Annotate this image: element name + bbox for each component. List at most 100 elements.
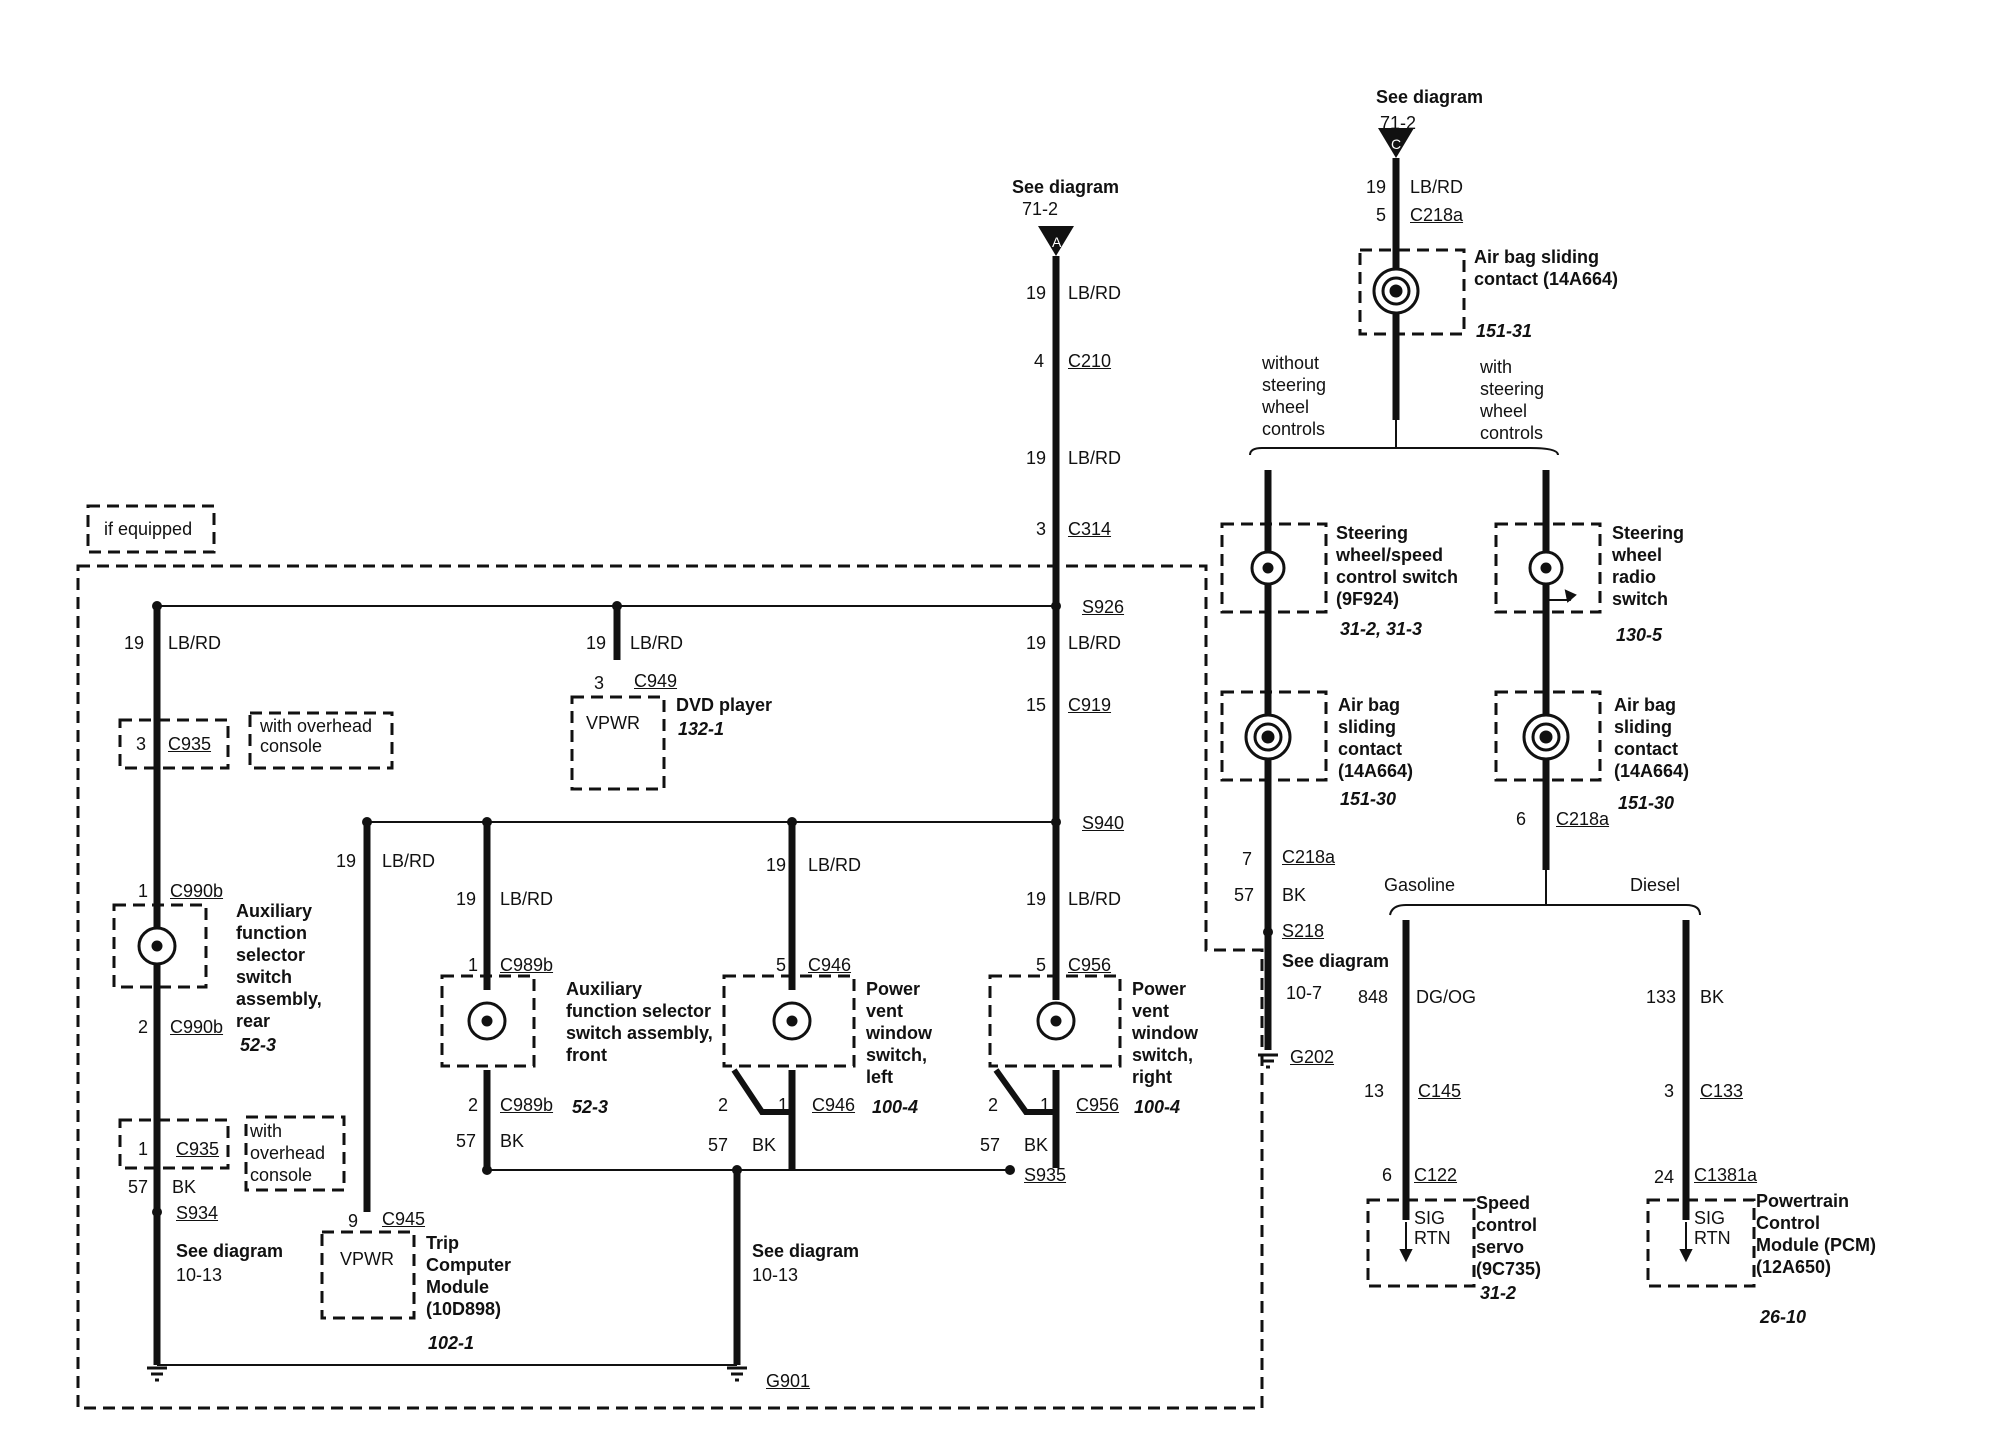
- steer-radio-page: 130-5: [1616, 625, 1663, 645]
- aux-front-name: Auxiliary function selector switch assem…: [566, 979, 713, 1065]
- ground-symbol: [727, 1366, 747, 1382]
- steer-speed-name: Steering wheel/speed control switch (9F9…: [1336, 523, 1459, 609]
- trip-name: Trip Computer Module (10D898): [426, 1233, 511, 1319]
- pin-number: 57: [708, 1135, 729, 1155]
- dvd-page: 132-1: [678, 719, 725, 739]
- wire-color: LB/RD: [1068, 448, 1122, 468]
- diesel-label: Diesel: [1630, 875, 1681, 895]
- connector-c956: C956: [1068, 955, 1112, 975]
- connector-c218a: C218a: [1282, 847, 1336, 867]
- pin-number: 1: [138, 1139, 149, 1159]
- pin-number: 5: [776, 955, 787, 975]
- see-diagram-page: 10-7: [1286, 983, 1323, 1003]
- if-equipped-label: if equipped: [104, 519, 193, 539]
- pin-number: 19: [1026, 633, 1047, 653]
- pin-number: 1: [778, 1095, 789, 1115]
- pin-number: 4: [1034, 351, 1045, 371]
- airbag-top-name: Air bag sliding contact (14A664): [1474, 247, 1619, 289]
- connector-s934: S934: [176, 1203, 219, 1223]
- svg-text:A: A: [1052, 234, 1062, 250]
- connector-c210: C210: [1068, 351, 1112, 371]
- airbag-l-name: Air bag sliding contact (14A664): [1338, 695, 1414, 781]
- ref-triangle-a: [1038, 226, 1074, 256]
- wire-color: LB/RD: [500, 889, 554, 909]
- connector-c133: C133: [1700, 1081, 1744, 1101]
- connector-s935: S935: [1024, 1165, 1067, 1185]
- see-diagram-label: See diagram: [1282, 951, 1390, 971]
- connector-c314: C314: [1068, 519, 1112, 539]
- wire-color: LB/RD: [382, 851, 436, 871]
- wire-color: BK: [1700, 987, 1725, 1007]
- pin-number: 15: [1026, 695, 1047, 715]
- see-diagram-page: 10-13: [176, 1265, 223, 1285]
- pin-number: 19: [1026, 448, 1047, 468]
- connector-c946: C946: [808, 955, 852, 975]
- pin-number: 7: [1242, 849, 1253, 869]
- airbag-l-page: 151-30: [1340, 789, 1397, 809]
- airbag-r-name: Air bag sliding contact (14A664): [1614, 695, 1690, 781]
- wire-color: LB/RD: [1068, 283, 1122, 303]
- ref-triangle-c: [1378, 128, 1414, 158]
- see-diagram-page: 10-13: [752, 1265, 799, 1285]
- pin-number: 19: [766, 855, 787, 875]
- pin-number: 133: [1646, 987, 1677, 1007]
- pin-number: 24: [1654, 1167, 1675, 1187]
- speed-servo-page: 31-2: [1480, 1283, 1517, 1303]
- overhead-console-label: with overhead console: [260, 716, 373, 756]
- pcm-page: 26-10: [1760, 1307, 1807, 1327]
- without-swc-label: without steering wheel controls: [1262, 353, 1327, 439]
- wire-color: BK: [752, 1135, 777, 1155]
- airbag-top-page: 151-31: [1476, 321, 1533, 341]
- connector-c989b: C989b: [500, 1095, 554, 1115]
- connector-c946: C946: [812, 1095, 856, 1115]
- pin-number: 19: [124, 633, 145, 653]
- connector-c949: C949: [634, 671, 678, 691]
- connector-g901: G901: [766, 1371, 811, 1391]
- steer-radio-name: Steering wheel radio switch: [1612, 523, 1685, 609]
- connector-s218: S218: [1282, 921, 1325, 941]
- pin-number: 19: [336, 851, 357, 871]
- pin-number: 1: [138, 881, 149, 901]
- pin-number: 19: [1026, 283, 1047, 303]
- wire-color: BK: [1024, 1135, 1049, 1155]
- pin-number: 3: [136, 734, 147, 754]
- ref-page-a: 71-2: [1022, 199, 1059, 219]
- vpwr-label: VPWR: [586, 713, 640, 733]
- trip-page: 102-1: [428, 1333, 475, 1353]
- pin-number: 6: [1516, 809, 1527, 829]
- see-diagram-label: See diagram: [752, 1241, 860, 1261]
- sig-rtn-label: SIG RTN: [1414, 1208, 1451, 1248]
- airbag-r-page: 151-30: [1618, 793, 1675, 813]
- connector-c122: C122: [1414, 1165, 1458, 1185]
- ref-see-diagram-c: See diagram: [1376, 87, 1484, 107]
- aux-front-page: 52-3: [572, 1097, 609, 1117]
- wire-color: LB/RD: [1068, 889, 1122, 909]
- pin-number: 19: [1026, 889, 1047, 909]
- gasoline-label: Gasoline: [1384, 875, 1456, 895]
- connector-c218a: C218a: [1410, 205, 1464, 225]
- connector-s940: S940: [1082, 813, 1125, 833]
- pin-number: 57: [980, 1135, 1001, 1155]
- aux-rear-name: Auxiliary function selector switch assem…: [236, 901, 322, 1031]
- connector-c990b: C990b: [170, 881, 224, 901]
- pin-number: 19: [456, 889, 477, 909]
- pin-number: 3: [1664, 1081, 1675, 1101]
- pin-number: 6: [1382, 1165, 1393, 1185]
- steer-speed-page: 31-2, 31-3: [1340, 619, 1423, 639]
- see-diagram-label: See diagram: [176, 1241, 284, 1261]
- wire-color: LB/RD: [1068, 633, 1122, 653]
- pcm-name: Powertrain Control Module (PCM) (12A650): [1756, 1191, 1876, 1277]
- connector-c919: C919: [1068, 695, 1112, 715]
- dvd-name: DVD player: [676, 695, 773, 715]
- connector-c935: C935: [168, 734, 212, 754]
- pin-number: 1: [1040, 1095, 1051, 1115]
- pin-number: 13: [1364, 1081, 1385, 1101]
- wire-color: DG/OG: [1416, 987, 1477, 1007]
- pin-number: 2: [468, 1095, 479, 1115]
- wire-color: BK: [172, 1177, 197, 1197]
- pin-number: 2: [988, 1095, 999, 1115]
- pin-number: 57: [1234, 885, 1255, 905]
- sig-rtn-label: SIG RTN: [1694, 1208, 1731, 1248]
- connector-c989b: C989b: [500, 955, 554, 975]
